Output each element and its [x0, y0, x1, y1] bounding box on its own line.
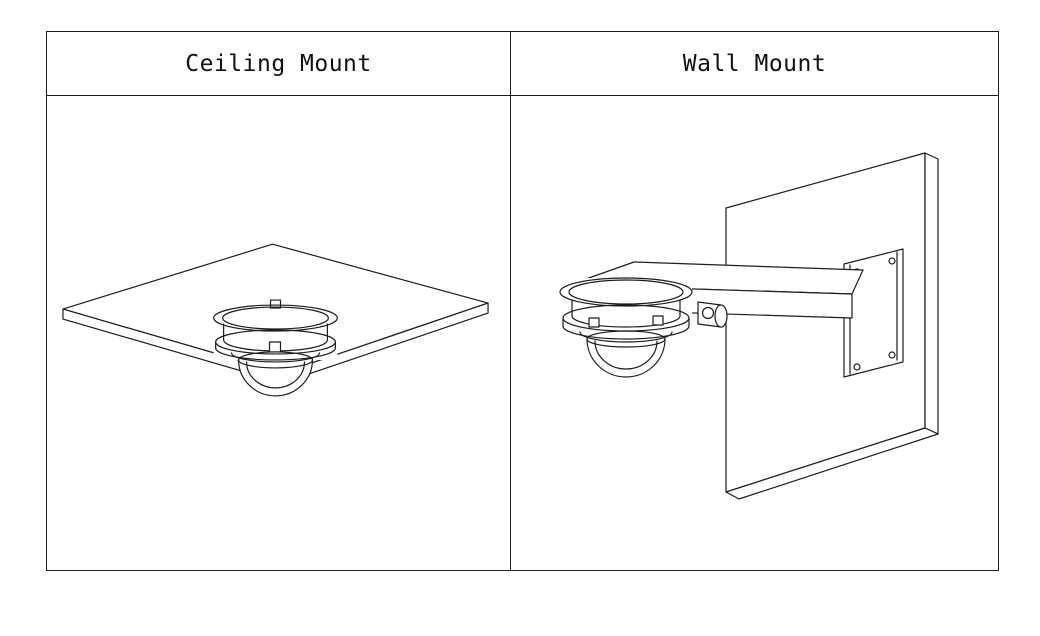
wall-mount-title: Wall Mount — [682, 50, 827, 77]
mounting-plate — [844, 249, 903, 377]
mount-options-table: Ceiling Mount Wall Mount — [46, 31, 999, 571]
ceiling-mount-title: Ceiling Mount — [185, 50, 372, 77]
wall-panel — [726, 153, 938, 499]
ceiling-dome-camera — [214, 300, 338, 396]
header-cell-wall-mount: Wall Mount — [511, 32, 998, 96]
body-cell-wall-mount — [511, 96, 998, 570]
ceiling-mount-drawing — [47, 96, 510, 570]
wall-mount-drawing — [511, 96, 998, 570]
conduit-joint — [698, 302, 727, 327]
body-cell-ceiling-mount — [47, 96, 511, 570]
header-cell-ceiling-mount: Ceiling Mount — [47, 32, 511, 96]
wall-dome-camera — [560, 278, 692, 377]
